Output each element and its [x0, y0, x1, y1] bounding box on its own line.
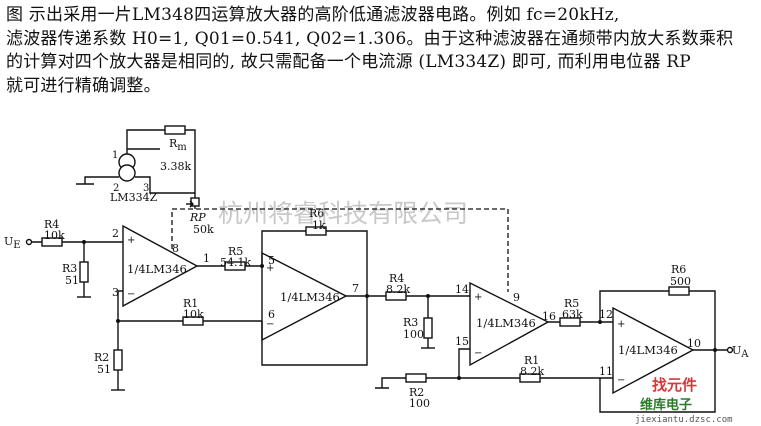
svg-text:−: − — [127, 289, 135, 300]
r6b-value: 500 — [670, 275, 691, 288]
opamp1-pin-bias: 8 — [172, 242, 179, 255]
svg-text:−: − — [266, 319, 274, 330]
r2a-value: 51 — [97, 363, 111, 376]
r6a-value: 1k — [312, 219, 326, 232]
watermark: 杭州将睿科技有限公司 — [218, 199, 468, 228]
opamp-1: + − 1/4LM346 2 3 8 1 — [112, 224, 210, 308]
r2b-value: 100 — [409, 397, 430, 410]
cs-pin2-label: 2 — [113, 183, 119, 194]
r2a-name: R2 — [94, 351, 109, 364]
r2b-name: R2 — [409, 386, 424, 399]
resistor-r1-a — [182, 316, 204, 326]
svg-text:−: − — [617, 375, 625, 386]
opamp-3: + − 1/4LM346 14 15 9 16 — [455, 281, 556, 367]
opamp2-pin-minus: 6 — [268, 308, 275, 321]
svg-text:−: − — [474, 348, 482, 359]
input-u: U — [4, 235, 13, 248]
svg-text:+: + — [266, 263, 274, 274]
resistor-r6-b — [668, 286, 690, 296]
site-logo: 找元件 维库电子 jiexiantu.dzsc.com — [635, 376, 733, 425]
r4b-name: R4 — [389, 272, 404, 285]
description-line-1: 图 示出采用一片LM348四运算放大器的高阶低通滤波器电路。例如 fc=20kH… — [6, 5, 620, 25]
description-line-3: 的计算对四个放大器是相同的, 故只需配备一个电流源 (LM334Z) 即可, 而… — [6, 52, 691, 72]
description-text: 图 示出采用一片LM348四运算放大器的高阶低通滤波器电路。例如 fc=20kH… — [6, 4, 756, 98]
opamp3-pin-minus: 15 — [455, 335, 469, 348]
r3a-value: 51 — [65, 274, 79, 287]
cs-name-label: LM334Z — [110, 191, 158, 204]
resistor-r4-b — [385, 291, 407, 301]
resistor-rm: Rm 3.38k — [160, 125, 196, 193]
opamp3-pin-plus: 14 — [455, 283, 469, 296]
potentiometer-rp: RP 50k — [186, 193, 214, 236]
opamp4-label: 1/4LM346 — [618, 343, 678, 357]
logo-cn-text: 维库电子 — [640, 397, 692, 413]
description-line-4: 就可进行精确调整。 — [6, 75, 161, 96]
rm-value: 3.38k — [160, 160, 191, 173]
resistor-r2-b — [405, 373, 427, 383]
r5a-name: R5 — [228, 245, 243, 258]
r6a-name: R6 — [309, 207, 324, 220]
resistor-r3-a — [79, 261, 89, 283]
opamp3-pin-bias: 9 — [513, 291, 520, 304]
r3b-name: R3 — [403, 316, 418, 329]
r1b-value: 8.2k — [520, 365, 544, 378]
opamp2-pin-out: 7 — [352, 282, 359, 295]
opamp2-pin-plus: 5 — [268, 254, 275, 267]
r5b-value: 63k — [562, 308, 583, 321]
r3b-value: 100 — [403, 328, 424, 341]
r6b-name: R6 — [671, 263, 686, 276]
opamp-4: + − 1/4LM346 12 11 10 — [599, 306, 701, 395]
input-sub: E — [13, 240, 20, 251]
bias-line — [171, 208, 509, 292]
input-label: UE — [4, 235, 33, 251]
resistor-r6-a — [305, 226, 327, 236]
svg-text:UE: UE — [4, 235, 21, 251]
opamp4-pin-out: 10 — [687, 337, 701, 350]
opamp1-pin-minus: 3 — [112, 286, 119, 299]
opamp1-pin-plus: 2 — [112, 227, 119, 240]
resistor-r5-b — [559, 317, 581, 327]
r4a-value: 10k — [44, 229, 65, 242]
opamp3-pin-out: 16 — [542, 310, 556, 323]
output-sub: A — [740, 349, 749, 360]
opamp1-label: 1/4LM346 — [127, 262, 187, 276]
rp-name: RP — [189, 211, 206, 224]
r5a-value: 54.1k — [220, 256, 251, 269]
r5b-name: R5 — [564, 297, 579, 310]
svg-text:+: + — [127, 235, 135, 246]
svg-text:+: + — [617, 319, 625, 330]
svg-text:+: + — [474, 292, 482, 303]
rp-value: 50k — [193, 223, 214, 236]
rm-sub: m — [177, 142, 187, 153]
r1a-name: R1 — [183, 297, 198, 310]
svg-text:UA: UA — [732, 344, 749, 360]
rm-name: R — [169, 137, 178, 150]
opamp4-pin-minus: 11 — [599, 365, 613, 378]
resistor-r1-b — [519, 373, 541, 383]
opamp1-pin-out: 1 — [203, 252, 210, 265]
opamp-2: + − 1/4LM346 5 6 7 — [261, 251, 359, 342]
svg-text:Rm: Rm — [169, 137, 187, 153]
logo-top-text: 找元件 — [652, 376, 697, 394]
current-source: 1 2 3 LM334Z — [76, 129, 195, 204]
cs-pin1-label: 1 — [112, 150, 118, 161]
cs-pin3-label: 3 — [143, 183, 149, 194]
opamp2-label: 1/4LM346 — [280, 290, 340, 304]
resistor-r4-a — [41, 237, 63, 247]
r4a-name: R4 — [44, 218, 59, 231]
resistor-r5-a — [224, 261, 246, 271]
logo-url: jiexiantu.dzsc.com — [635, 415, 733, 425]
r1b-name: R1 — [524, 354, 539, 367]
resistor-r2-a — [113, 349, 123, 371]
opamp3-label: 1/4LM346 — [476, 316, 536, 330]
r4b-value: 8.2k — [386, 283, 410, 296]
output-u: U — [732, 344, 741, 357]
r1a-value: 10k — [183, 308, 204, 321]
resistor-r3-b — [423, 317, 433, 339]
r3a-name: R3 — [62, 262, 77, 275]
opamp4-pin-plus: 12 — [599, 308, 613, 321]
description-line-2: 滤波器传递系数 H0=1, Q01=0.541, Q02=1.306。由于这种滤… — [6, 28, 734, 49]
